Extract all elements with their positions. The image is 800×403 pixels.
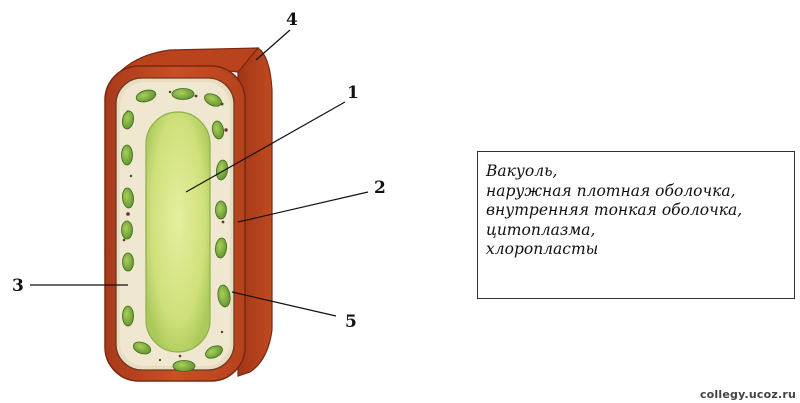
legend-item-vacuole: Вакуоль,	[486, 162, 788, 182]
vacuole	[146, 112, 210, 352]
callout-3: 3	[12, 276, 24, 296]
callout-2: 2	[374, 178, 386, 198]
leader-line-4	[256, 30, 290, 60]
legend-item-inner-membrane: внутренняя тонкая оболочка,	[486, 201, 788, 221]
watermark: collegy.ucoz.ru	[700, 388, 796, 401]
legend-item-cytoplasm: цитоплазма,	[486, 221, 788, 241]
legend-box: Вакуоль, наружная плотная оболочка, внут…	[477, 151, 795, 299]
callout-5: 5	[345, 312, 357, 332]
callout-4: 4	[286, 10, 298, 30]
callout-1: 1	[347, 83, 359, 103]
legend-item-chloroplasts: хлоропласты	[486, 240, 788, 260]
legend-item-outer-wall: наружная плотная оболочка,	[486, 182, 788, 202]
